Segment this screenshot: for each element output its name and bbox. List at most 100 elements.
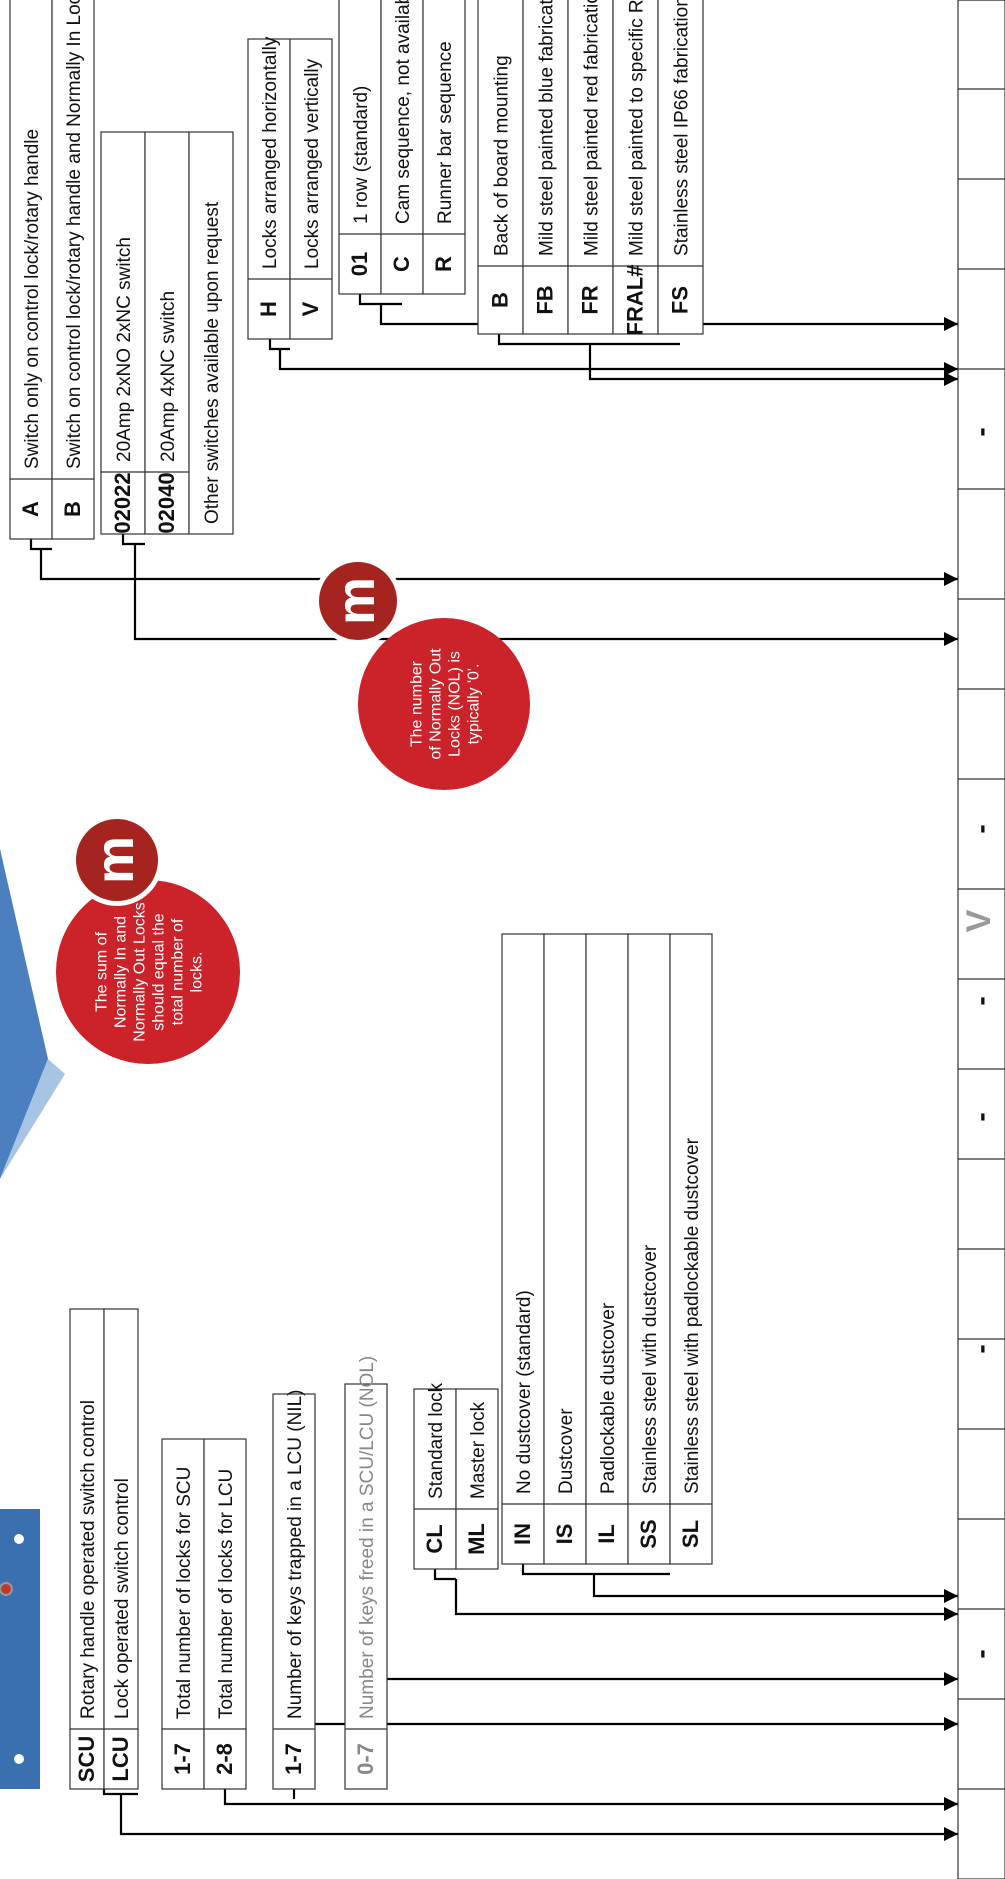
- note-text: of Normally Out: [428, 648, 445, 760]
- blue-plate: [0, 1849, 1, 1879]
- table-row: [272, 1393, 316, 1790]
- option-description: Locks arranged horizontally: [260, 36, 281, 269]
- option-code: SL: [678, 1520, 703, 1548]
- wire-arrangement-arrow: [944, 362, 958, 376]
- note-text: should equal the: [151, 913, 168, 1031]
- option-table-type: SCU Rotary handle operated switch control…: [69, 1308, 139, 1790]
- note-text: Normally Out Locks: [132, 902, 149, 1042]
- table-row: [422, 0, 466, 295]
- option-code: 1-7: [170, 1743, 195, 1775]
- wire-type-arrow: [944, 1827, 958, 1841]
- option-description: Locks arranged vertically: [302, 58, 323, 269]
- logo-letter: m: [326, 577, 386, 625]
- option-description: 1 row (standard): [351, 86, 372, 224]
- wire-rows-arrow: [944, 317, 958, 331]
- option-code: B: [487, 292, 512, 308]
- wire-dustcover-arrow: [944, 1589, 958, 1603]
- note-text: Locks (NOL) is: [447, 651, 464, 757]
- wire-finish-arrow: [944, 372, 958, 386]
- table-row: [203, 1438, 247, 1790]
- option-description: Number of keys trapped in a LCU (NIL): [285, 1390, 306, 1719]
- table-row: [522, 0, 569, 335]
- option-code: R: [431, 256, 456, 272]
- wire-nil: [292, 1722, 958, 1789]
- option-description: Stainless steel with padlockable dustcov…: [682, 1137, 703, 1494]
- blue-plate-edge: [0, 1059, 65, 1179]
- option-code: FS: [667, 286, 692, 314]
- option-code: 02022: [110, 472, 135, 533]
- wire-dustcover: [592, 1574, 958, 1598]
- plate-knob: [0, 1582, 13, 1596]
- option-description: Total number of locks for SCU: [174, 1467, 195, 1719]
- wire-switchtype-arrow: [944, 632, 958, 646]
- option-description: Mild steel painted red fabrication: [581, 0, 602, 256]
- table-row: [380, 0, 424, 295]
- bracket-locktype: [433, 1569, 456, 1581]
- option-description: Switch only on control lock/rotary handl…: [22, 129, 43, 469]
- code-bar-separator: -: [965, 1649, 996, 1658]
- option-code: SS: [636, 1519, 661, 1548]
- option-code: IS: [552, 1524, 577, 1545]
- code-bar-frame: [957, 0, 1005, 1879]
- option-code: IN: [510, 1523, 535, 1545]
- option-code: 1-7: [281, 1743, 306, 1775]
- bracket-finish: [497, 334, 680, 346]
- bracket-arrangement: [268, 339, 290, 351]
- code-bar-separator: -: [965, 1344, 996, 1353]
- wire-nol-arrow: [944, 1672, 958, 1686]
- option-code: 01: [347, 252, 372, 276]
- option-code: FB: [532, 285, 557, 314]
- bracket-switchtype: [121, 534, 145, 546]
- note-text: total number of: [170, 918, 187, 1025]
- code-bar-separator: V: [960, 909, 998, 932]
- table-row: [477, 0, 524, 335]
- ordering-code-bar: ----V--: [957, 0, 1005, 1879]
- table-note: Other switches available upon request: [202, 201, 223, 524]
- blue-plate-strip: [0, 1509, 40, 1789]
- option-description: Switch on control lock/rotary handle and…: [64, 0, 85, 469]
- option-description: Mild steel painted blue fabrication: [536, 0, 557, 256]
- note-bubble: [56, 880, 240, 1064]
- table-row: [567, 0, 614, 335]
- option-description: Back of board mounting: [491, 55, 512, 256]
- note-text: typically '0'.: [466, 664, 483, 745]
- note-text: Normally In and: [113, 916, 130, 1028]
- option-description: Rotary handle operated switch control: [78, 1400, 99, 1719]
- code-bar-separator: -: [965, 824, 996, 833]
- table-row: [344, 1383, 388, 1790]
- option-description: Master lock: [468, 1401, 489, 1499]
- wire-rows: [379, 304, 958, 326]
- code-bar-separator: -: [965, 1112, 996, 1121]
- bracket-rows: [358, 294, 402, 306]
- option-code: 2-8: [212, 1743, 237, 1775]
- blue-plate-angled: [0, 849, 48, 1179]
- wire-locktype-arrow: [944, 1607, 958, 1621]
- wire-switchpos: [39, 549, 958, 581]
- logo-badge: [76, 819, 158, 901]
- option-description: Stainless steel with dustcover: [640, 1244, 661, 1494]
- option-code: ML: [464, 1523, 489, 1555]
- option-description: No dustcover (standard): [514, 1290, 535, 1494]
- table-row: [103, 1308, 139, 1790]
- option-description: Stainless steel IP66 fabrication: [671, 0, 692, 256]
- option-code: SCU: [74, 1736, 99, 1782]
- table-row: [338, 0, 382, 295]
- table-row: [455, 1388, 499, 1570]
- option-code: B: [60, 501, 85, 517]
- table-note-row: [188, 131, 234, 535]
- note-bubble: [358, 618, 530, 790]
- logo-badge: [319, 562, 397, 640]
- wire-locktype: [454, 1579, 958, 1616]
- option-code: FRAL#: [622, 265, 647, 336]
- code-bar-separator: -: [965, 996, 996, 1005]
- option-description: Dustcover: [556, 1408, 577, 1494]
